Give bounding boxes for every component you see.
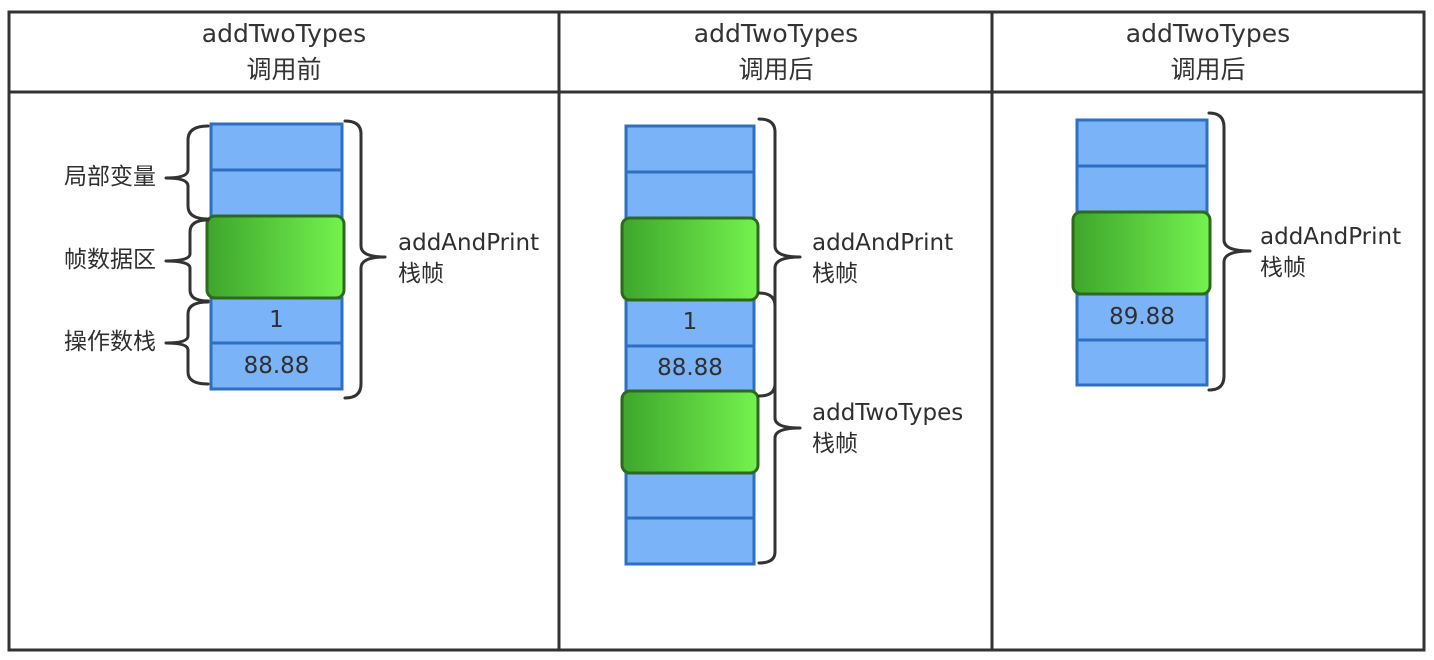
col3-local-var-slot-1: [1075, 118, 1209, 168]
table-border: [7, 10, 1426, 652]
col3-operand-slot-1: [1075, 292, 1209, 342]
col1-right-brace-frame: [343, 119, 387, 400]
col3-operand-value-1: 89.88: [1109, 304, 1175, 330]
col2-operand-value-1: 1: [682, 309, 698, 335]
col3-frame-label-kind: 栈帧: [1260, 255, 1306, 281]
col3-frame-label: addAndPrint 栈帧: [1260, 222, 1401, 284]
col3-frame-data-block: [1071, 210, 1212, 296]
col1-frame-label-name: addAndPrint: [398, 230, 540, 256]
col2-operand-slot-1: [624, 298, 756, 348]
col2-header-title: addTwoTypes: [693, 19, 859, 48]
col1-local-var-slot-1: [209, 122, 344, 172]
col2-frame1-label-name: addAndPrint: [812, 230, 954, 256]
col1-left-brace-operand: [164, 300, 210, 386]
col2-frame-data-block-2: [620, 389, 760, 475]
col2-operand-value-2: 88.88: [657, 355, 723, 381]
col1-label-local-vars: 局部变量: [64, 164, 156, 190]
col1-local-var-slot-2: [209, 168, 344, 219]
col2-frame2-label: addTwoTypes 栈帧: [812, 398, 963, 460]
col3-stack: [1071, 118, 1212, 387]
col1-header-subtitle: 调用前: [246, 55, 322, 84]
col2-right-brace-frame-1: [757, 117, 802, 398]
col1-frame-label-kind: 栈帧: [398, 261, 444, 287]
col1-frame-data-block: [205, 214, 346, 300]
col2-header-subtitle: 调用后: [738, 55, 814, 84]
table-grid: [7, 10, 1426, 652]
col1-label-frame-data: 帧数据区: [64, 247, 156, 273]
col2-local-var-slot-2: [624, 170, 756, 221]
col1-header-title: addTwoTypes: [201, 19, 367, 48]
col2-callee-slot-1: [624, 471, 756, 520]
col1-operand-slot-1: [209, 296, 344, 345]
col1-operand-slot-2: [209, 341, 344, 391]
col2-braces: [757, 117, 802, 565]
col2-frame-data-block-1: [620, 216, 760, 302]
col2-frame2-label-kind: 栈帧: [812, 431, 858, 457]
col1-label-operand-stack: 操作数栈: [64, 329, 156, 355]
col3-frame-label-name: addAndPrint: [1260, 224, 1402, 250]
col1-left-brace-frame-data: [164, 218, 210, 303]
col2-frame1-label-kind: 栈帧: [812, 261, 858, 287]
col1-operand-value-1: 1: [269, 307, 284, 333]
col3-braces: [1207, 111, 1252, 392]
col3-right-brace-frame: [1207, 111, 1252, 392]
col3-operand-slot-2: [1075, 338, 1209, 387]
col1-operand-value-2: 88.88: [243, 353, 310, 379]
col3-header: addTwoTypes 调用后: [994, 16, 1422, 88]
col2-callee-slot-2: [624, 516, 756, 566]
col3-local-var-slot-2: [1075, 164, 1209, 214]
col2-local-var-slot-1: [624, 124, 756, 174]
col1-stack: [205, 122, 346, 391]
col3-header-subtitle: 调用后: [1170, 55, 1246, 84]
col1-frame-label: addAndPrint 栈帧: [398, 228, 539, 290]
col3-header-title: addTwoTypes: [1125, 19, 1291, 48]
col1-header: addTwoTypes 调用前: [10, 16, 558, 88]
col2-right-brace-frame-2: [757, 291, 802, 565]
col2-stack: [620, 124, 760, 566]
col1-braces: [164, 119, 387, 400]
col2-frame1-label: addAndPrint 栈帧: [812, 228, 953, 290]
col2-frame2-label-name: addTwoTypes: [812, 400, 964, 426]
col2-header: addTwoTypes 调用后: [561, 16, 991, 88]
col1-left-brace-locals: [164, 124, 210, 221]
